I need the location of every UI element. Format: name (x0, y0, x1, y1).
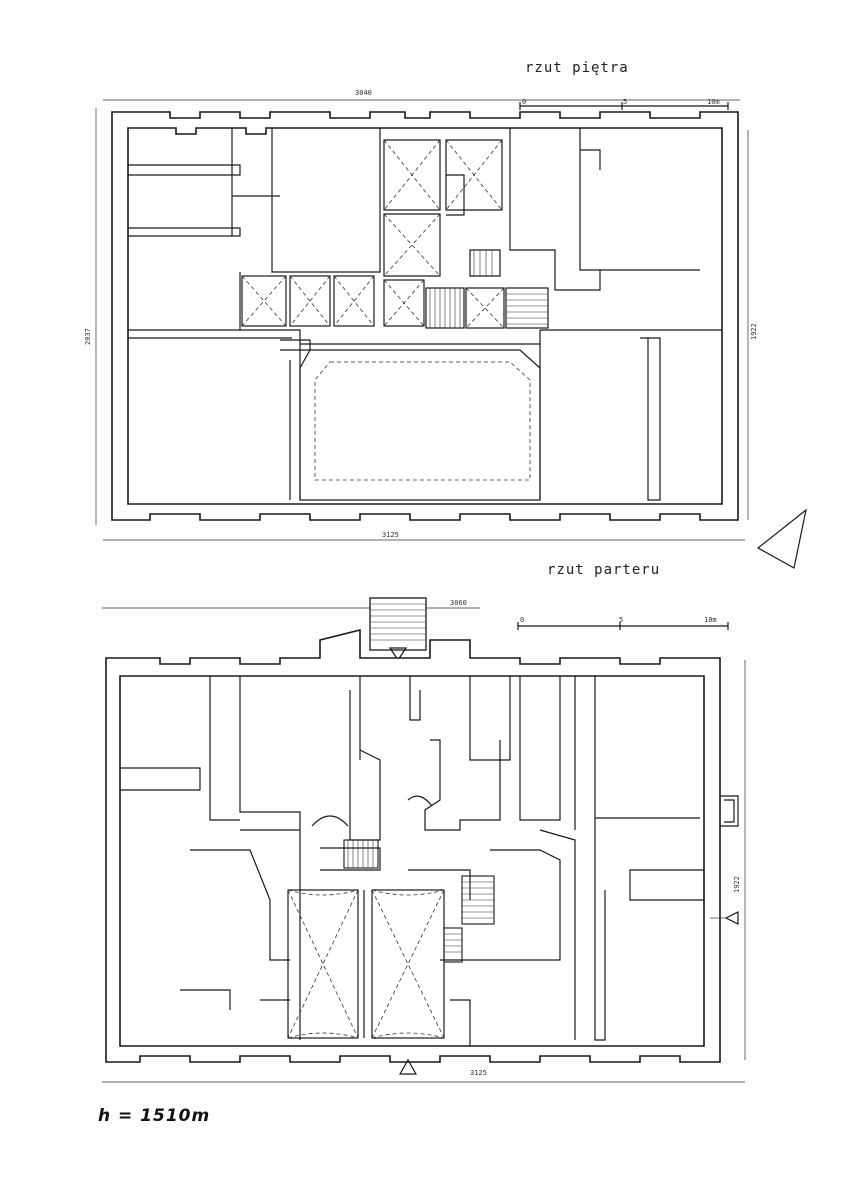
ground-scale-zero: 0 (520, 616, 525, 624)
ground-dim-right: 1922 (733, 876, 741, 893)
upper-staircase (425, 249, 549, 329)
ground-floor-plan (102, 597, 746, 1083)
ground-plan-title: rzut parteru (547, 562, 661, 578)
upper-dim-top: 3040 (355, 89, 372, 97)
height-note: h = 1510m (98, 1106, 211, 1126)
upper-dim-bottom: 3125 (382, 531, 399, 539)
ground-scale-mid: 5 (619, 616, 624, 624)
upper-scale-zero: 0 (522, 98, 527, 106)
ground-dim-bottom: 3125 (470, 1069, 487, 1077)
ground-scale-bar (517, 622, 729, 630)
upper-scale-bar (519, 102, 729, 110)
upper-floor-plan (95, 99, 749, 541)
entrance-arrow-icon (398, 1058, 418, 1075)
ground-dim-top: 3060 (450, 599, 467, 607)
ground-scale-end: 10m (704, 616, 717, 624)
upper-scale-mid: 5 (623, 98, 628, 106)
upper-dim-left: 2037 (84, 328, 92, 345)
ground-staircase (343, 839, 495, 963)
upper-dim-right: 1922 (750, 323, 758, 340)
upper-plan-title: rzut piętra (525, 60, 629, 76)
north-arrow-icon (756, 508, 807, 569)
upper-scale-end: 10m (707, 98, 720, 106)
entrance-staircase (369, 597, 427, 662)
